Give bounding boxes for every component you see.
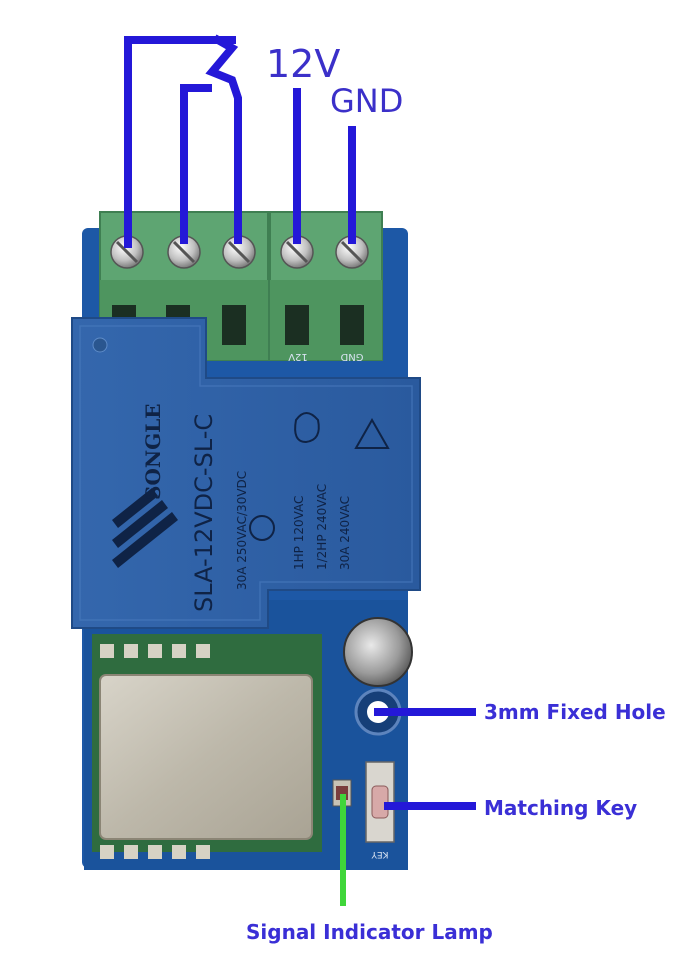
relay-rating-3: 1/2HP 240VAC	[315, 484, 329, 570]
songle-logo-mark	[112, 488, 178, 568]
capacitor	[343, 617, 413, 687]
module-pins-top	[100, 644, 210, 658]
silk-key: KEY	[371, 849, 389, 859]
warning-triangle-icon	[354, 417, 390, 449]
callout-matching-key: Matching Key	[484, 796, 638, 820]
label-gnd: GND	[330, 82, 404, 120]
relay-rating-1: 30A 250VAC/30VDC	[235, 471, 249, 590]
cqc-mark	[249, 515, 275, 541]
module-pins-bottom	[100, 845, 210, 859]
callout-signal-lamp: Signal Indicator Lamp	[246, 920, 493, 944]
wire-switch	[205, 34, 242, 244]
silk-12v: 12V	[288, 351, 308, 362]
silk-gnd: GND	[340, 351, 363, 362]
wire-common	[124, 36, 236, 248]
terminal-screw-1	[110, 235, 144, 269]
callout-fixed-hole: 3mm Fixed Hole	[484, 700, 666, 724]
relay-brand: SONGLE	[141, 403, 165, 500]
relay-rating-4: 30A 240VAC	[338, 496, 352, 570]
relay-model: SLA-12VDC-SL-C	[190, 414, 218, 612]
relay: SONGLE SLA-12VDC-SL-C 30A 250VAC/30VDC 1…	[71, 317, 421, 629]
wireless-module	[92, 634, 322, 859]
terminal-block-right	[269, 211, 383, 361]
mounting-hole	[354, 688, 402, 736]
annotation-wires	[124, 34, 476, 810]
relay-rating-2: 1HP 120VAC	[292, 496, 306, 570]
wire-nc	[180, 84, 212, 244]
ul-mark	[294, 412, 320, 444]
label-12v: 12V	[266, 42, 341, 86]
